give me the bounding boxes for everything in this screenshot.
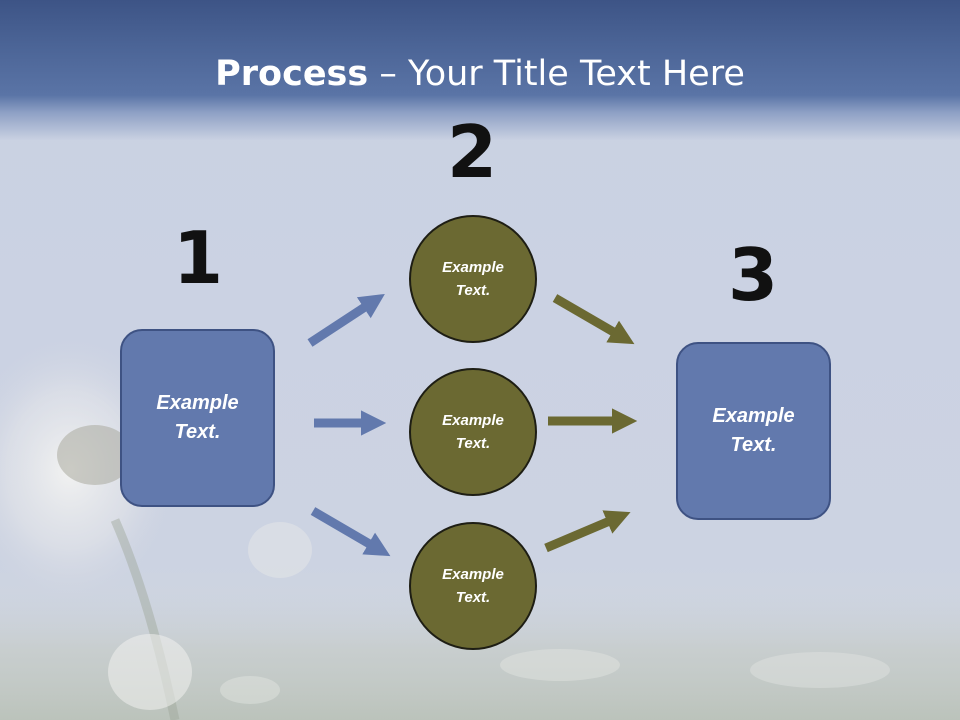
step-2-node-middle: Example Text. (409, 368, 537, 496)
arrow-1-to-top (307, 293, 385, 347)
arrow-top-to-3 (552, 294, 635, 345)
title-rest: – Your Title Text Here (368, 54, 745, 94)
step-number-2: 2 (446, 110, 498, 194)
step-number-1: 1 (172, 216, 224, 300)
step-1-text-line-1: Example (156, 392, 239, 414)
node-top-text-line-1: Example (442, 259, 504, 276)
step-1-box: Example Text. (120, 329, 275, 507)
step-number-3: 3 (727, 233, 779, 317)
step-3-box: Example Text. (676, 342, 831, 520)
step-2-node-top: Example Text. (409, 215, 537, 343)
step-3-text-line-1: Example (712, 405, 795, 427)
node-middle-text-line-1: Example (442, 412, 504, 429)
step-1-text-line-2: Text. (174, 421, 221, 443)
node-middle-text-line-2: Text. (455, 435, 491, 452)
node-top-text-line-2: Text. (455, 282, 491, 299)
arrow-1-to-bottom (310, 507, 391, 557)
slide-title: Process – Your Title Text Here (0, 50, 960, 98)
node-bottom-text-line-1: Example (442, 566, 504, 583)
arrow-bottom-to-3 (544, 510, 631, 553)
step-3-text-line-2: Text. (730, 434, 777, 456)
step-2-node-bottom: Example Text. (409, 522, 537, 650)
title-bold: Process (215, 54, 369, 94)
title-band (0, 0, 960, 140)
node-bottom-text-line-2: Text. (455, 589, 491, 606)
